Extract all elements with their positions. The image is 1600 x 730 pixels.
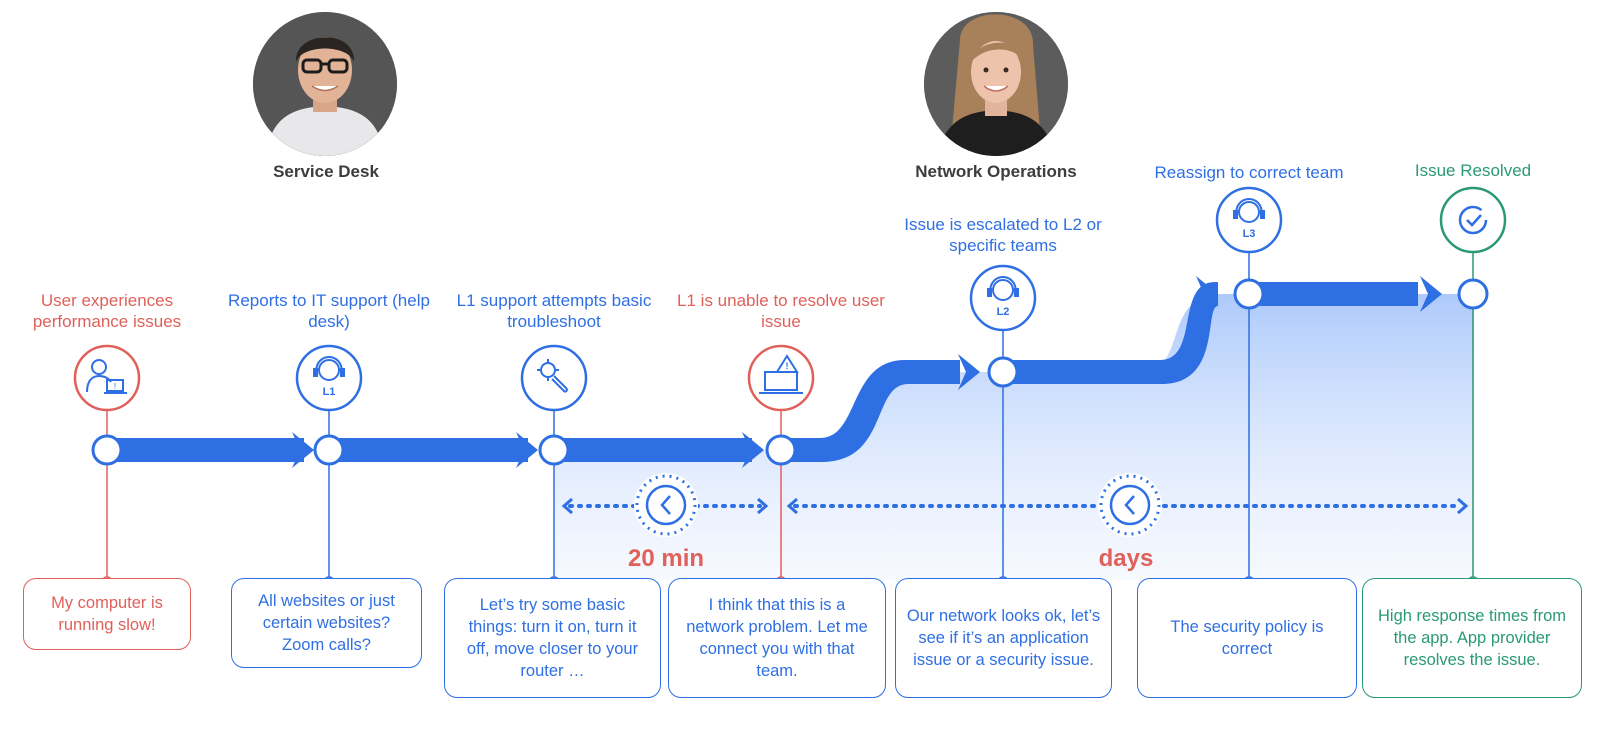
step-title-issue-resolved: Issue Resolved [1358,160,1588,181]
step-title-reassign: Reassign to correct team [1129,162,1369,183]
timeline-node [767,436,795,464]
user-laptop-warning-icon: ! [75,346,139,410]
timeline-node [1235,280,1263,308]
speech-bubble-user: My computer is running slow! [23,578,191,650]
step-title-user-experiences: User experiences performance issues [0,290,222,332]
speech-bubble-resolved: High response times from the app. App pr… [1362,578,1582,698]
level-label: L3 [1243,228,1256,240]
duration-label-days: days [1056,545,1196,573]
service-desk-avatar [253,12,397,160]
step-title-l1-unable: L1 is unable to resolve user issue [666,290,896,332]
check-circle-icon [1441,188,1505,252]
speech-bubble-reassign: The security policy is correct [1137,578,1357,698]
timeline-node [93,436,121,464]
persona-label-network-operations: Network Operations [886,162,1106,182]
timeline-node [989,358,1017,386]
timeline-node [540,436,568,464]
elapsed-time-shading [555,294,1474,580]
clock-back-icon [634,473,698,537]
svg-text:!: ! [786,361,789,371]
speech-bubble-l1-troubleshoot: Let’s try some basic things: turn it on,… [444,578,661,698]
timeline-node [315,436,343,464]
timeline-node [1459,280,1487,308]
headset-agent-icon: L2 [971,266,1035,330]
speech-bubble-l2: Our network looks ok, let’s see if it’s … [895,578,1112,698]
headset-agent-icon: L3 [1217,188,1281,252]
laptop-warning-icon: ! [749,346,813,410]
step-title-reports-to-it: Reports to IT support (help desk) [214,290,444,332]
speech-bubble-help-desk: All websites or just certain websites? Z… [231,578,422,668]
clock-back-icon [1098,473,1162,537]
level-label: L2 [997,306,1010,318]
network-operations-avatar [924,12,1068,160]
headset-agent-icon: L1 [297,346,361,410]
level-label: L1 [323,386,336,398]
wrench-gear-icon [522,346,586,410]
speech-bubble-l1-unable: I think that this is a network problem. … [668,578,886,698]
persona-label-service-desk: Service Desk [216,162,436,182]
step-title-escalated-l2: Issue is escalated to L2 or specific tea… [888,214,1118,256]
svg-text:!: ! [114,382,116,391]
step-title-l1-troubleshoot: L1 support attempts basic troubleshoot [439,290,669,332]
duration-label-20-min: 20 min [596,545,736,573]
